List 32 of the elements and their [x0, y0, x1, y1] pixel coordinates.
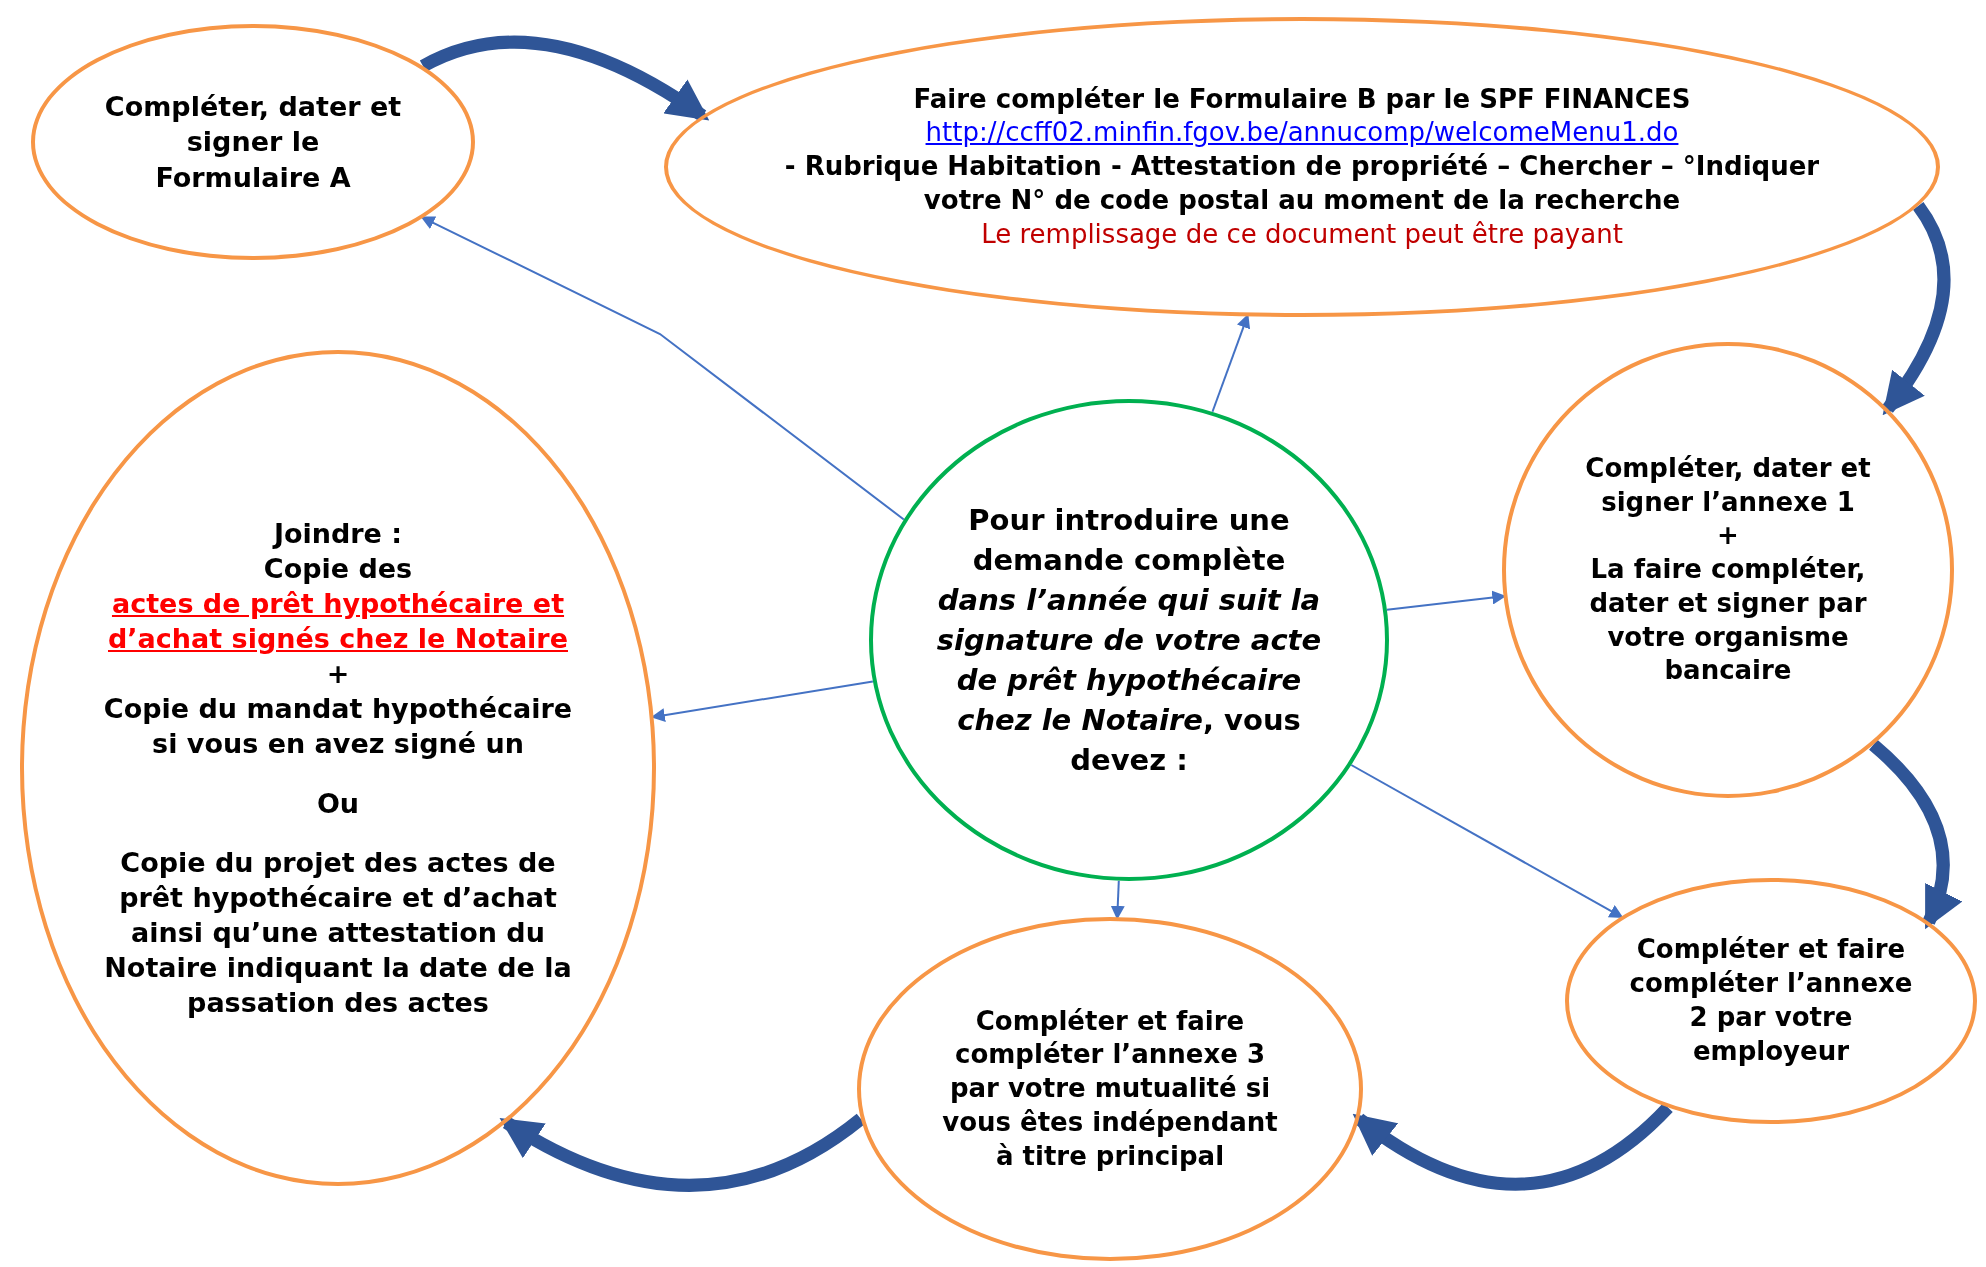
node-text: +: [1717, 519, 1739, 553]
link: http://ccff02.minfin.fgov.be/annucomp/welcomeMenu1.do: [925, 116, 1679, 150]
oval-node: [857, 917, 1363, 1261]
node-text: - Rubrique Habitation - Attestation de propriété – Chercher – °Indiquer votre N° de code postal au moment de la recherche: [783, 150, 1821, 217]
arrow: [1350, 764, 1624, 919]
node-text: Compléter et faire compléter l’annexe 2 par votre employeur: [1628, 933, 1914, 1068]
curved-arrow: [420, 35, 710, 122]
curved-arrow: [1882, 202, 1951, 416]
arrow: [420, 216, 905, 521]
note-text: Le remplissage de ce document peut être payant: [981, 217, 1623, 251]
node-text: Copie des: [263, 551, 413, 586]
node-text: Compléter, dater et signer le Formulaire A: [103, 90, 403, 195]
node-text: La faire compléter, dater et signer par votre organisme bancaire: [1588, 553, 1868, 688]
oval-node: [20, 350, 656, 1186]
node-text: Ou: [316, 786, 360, 821]
node-text: Copie du mandat hypothécaire si vous en avez signé un: [103, 692, 573, 762]
node-text: Compléter, dater et signer l’annexe 1: [1584, 451, 1872, 519]
node-text: Copie du projet des actes de prêt hypothécaire et d’achat ainsi qu’une attestation du Notaire indiquant la date de la passation des actes: [103, 845, 573, 1021]
oval-node: [1565, 878, 1977, 1124]
node-text: Compléter et faire compléter l’annexe 3 par votre mutualité si vous êtes indépendant à titre principal: [941, 1004, 1279, 1173]
node-text: Joindre :: [273, 516, 403, 551]
curved-arrow: [499, 1113, 865, 1192]
oval-node: [869, 399, 1389, 881]
node-text: Pour introduire une demande complète dans l’année qui suit la signature de votre acte de prêt hypothécaire chez le Notaire, vous devez :: [935, 501, 1323, 780]
oval-node: [31, 24, 475, 260]
oval-node: [664, 17, 1940, 317]
arrow: [1110, 879, 1125, 920]
oval-node: [1502, 342, 1954, 798]
node-text: +: [326, 656, 350, 691]
node-text: Faire compléter le Formulaire B par le SPF FINANCES: [913, 82, 1691, 116]
curved-arrow: [1868, 739, 1962, 930]
underlined-text: actes de prêt hypothécaire et d’achat signés chez le Notaire: [107, 586, 569, 656]
